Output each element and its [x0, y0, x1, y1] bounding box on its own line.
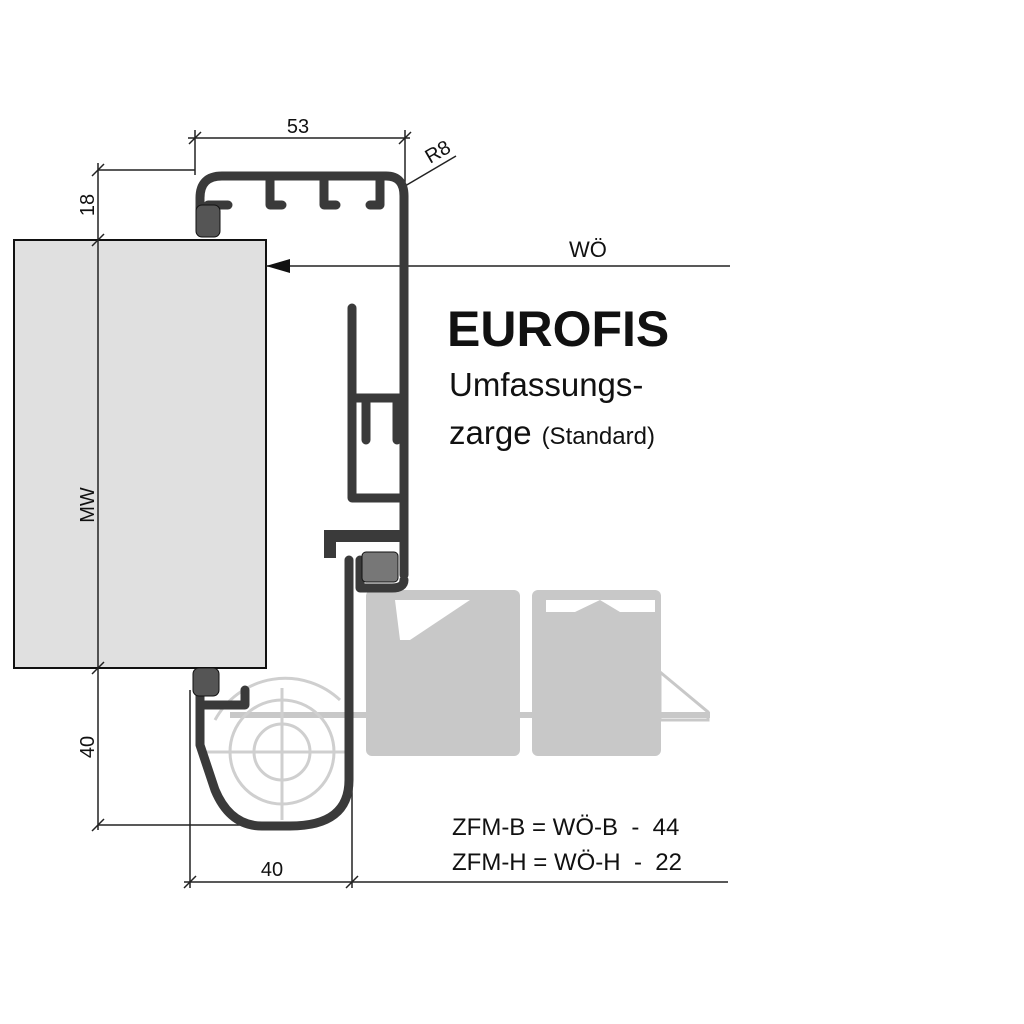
gasket-insert: [361, 551, 399, 583]
frame-lip-end: [324, 530, 336, 558]
dim-top-width: 53: [287, 116, 309, 138]
dim-wall-thickness: MW: [77, 487, 99, 523]
ghost-circle: [205, 676, 350, 820]
dim-bottom-width: 40: [261, 859, 283, 881]
ghost-hinge: [230, 590, 710, 756]
frame-profile: [195, 171, 409, 831]
product-subtitle-2: zarge(Standard): [449, 414, 655, 451]
frame-lip: [324, 530, 408, 542]
formula-width: ZFM-B = WÖ-B - 44: [452, 814, 679, 841]
gasket-top: [195, 204, 221, 238]
dim-radius: R8: [422, 136, 455, 168]
wall: [13, 239, 267, 669]
dimension-lines: [91, 130, 730, 889]
product-title: EUROFIS: [447, 301, 669, 357]
dim-opening: WÖ: [569, 237, 607, 262]
arrow-head-icon: [266, 259, 290, 273]
dim-left-bottom: 40: [77, 736, 99, 758]
product-subtitle-1: Umfassungs-: [449, 366, 643, 403]
formula-height: ZFM-H = WÖ-H - 22: [452, 849, 682, 876]
gasket-bottom: [192, 667, 220, 697]
dim-top-offset: 18: [77, 194, 99, 216]
